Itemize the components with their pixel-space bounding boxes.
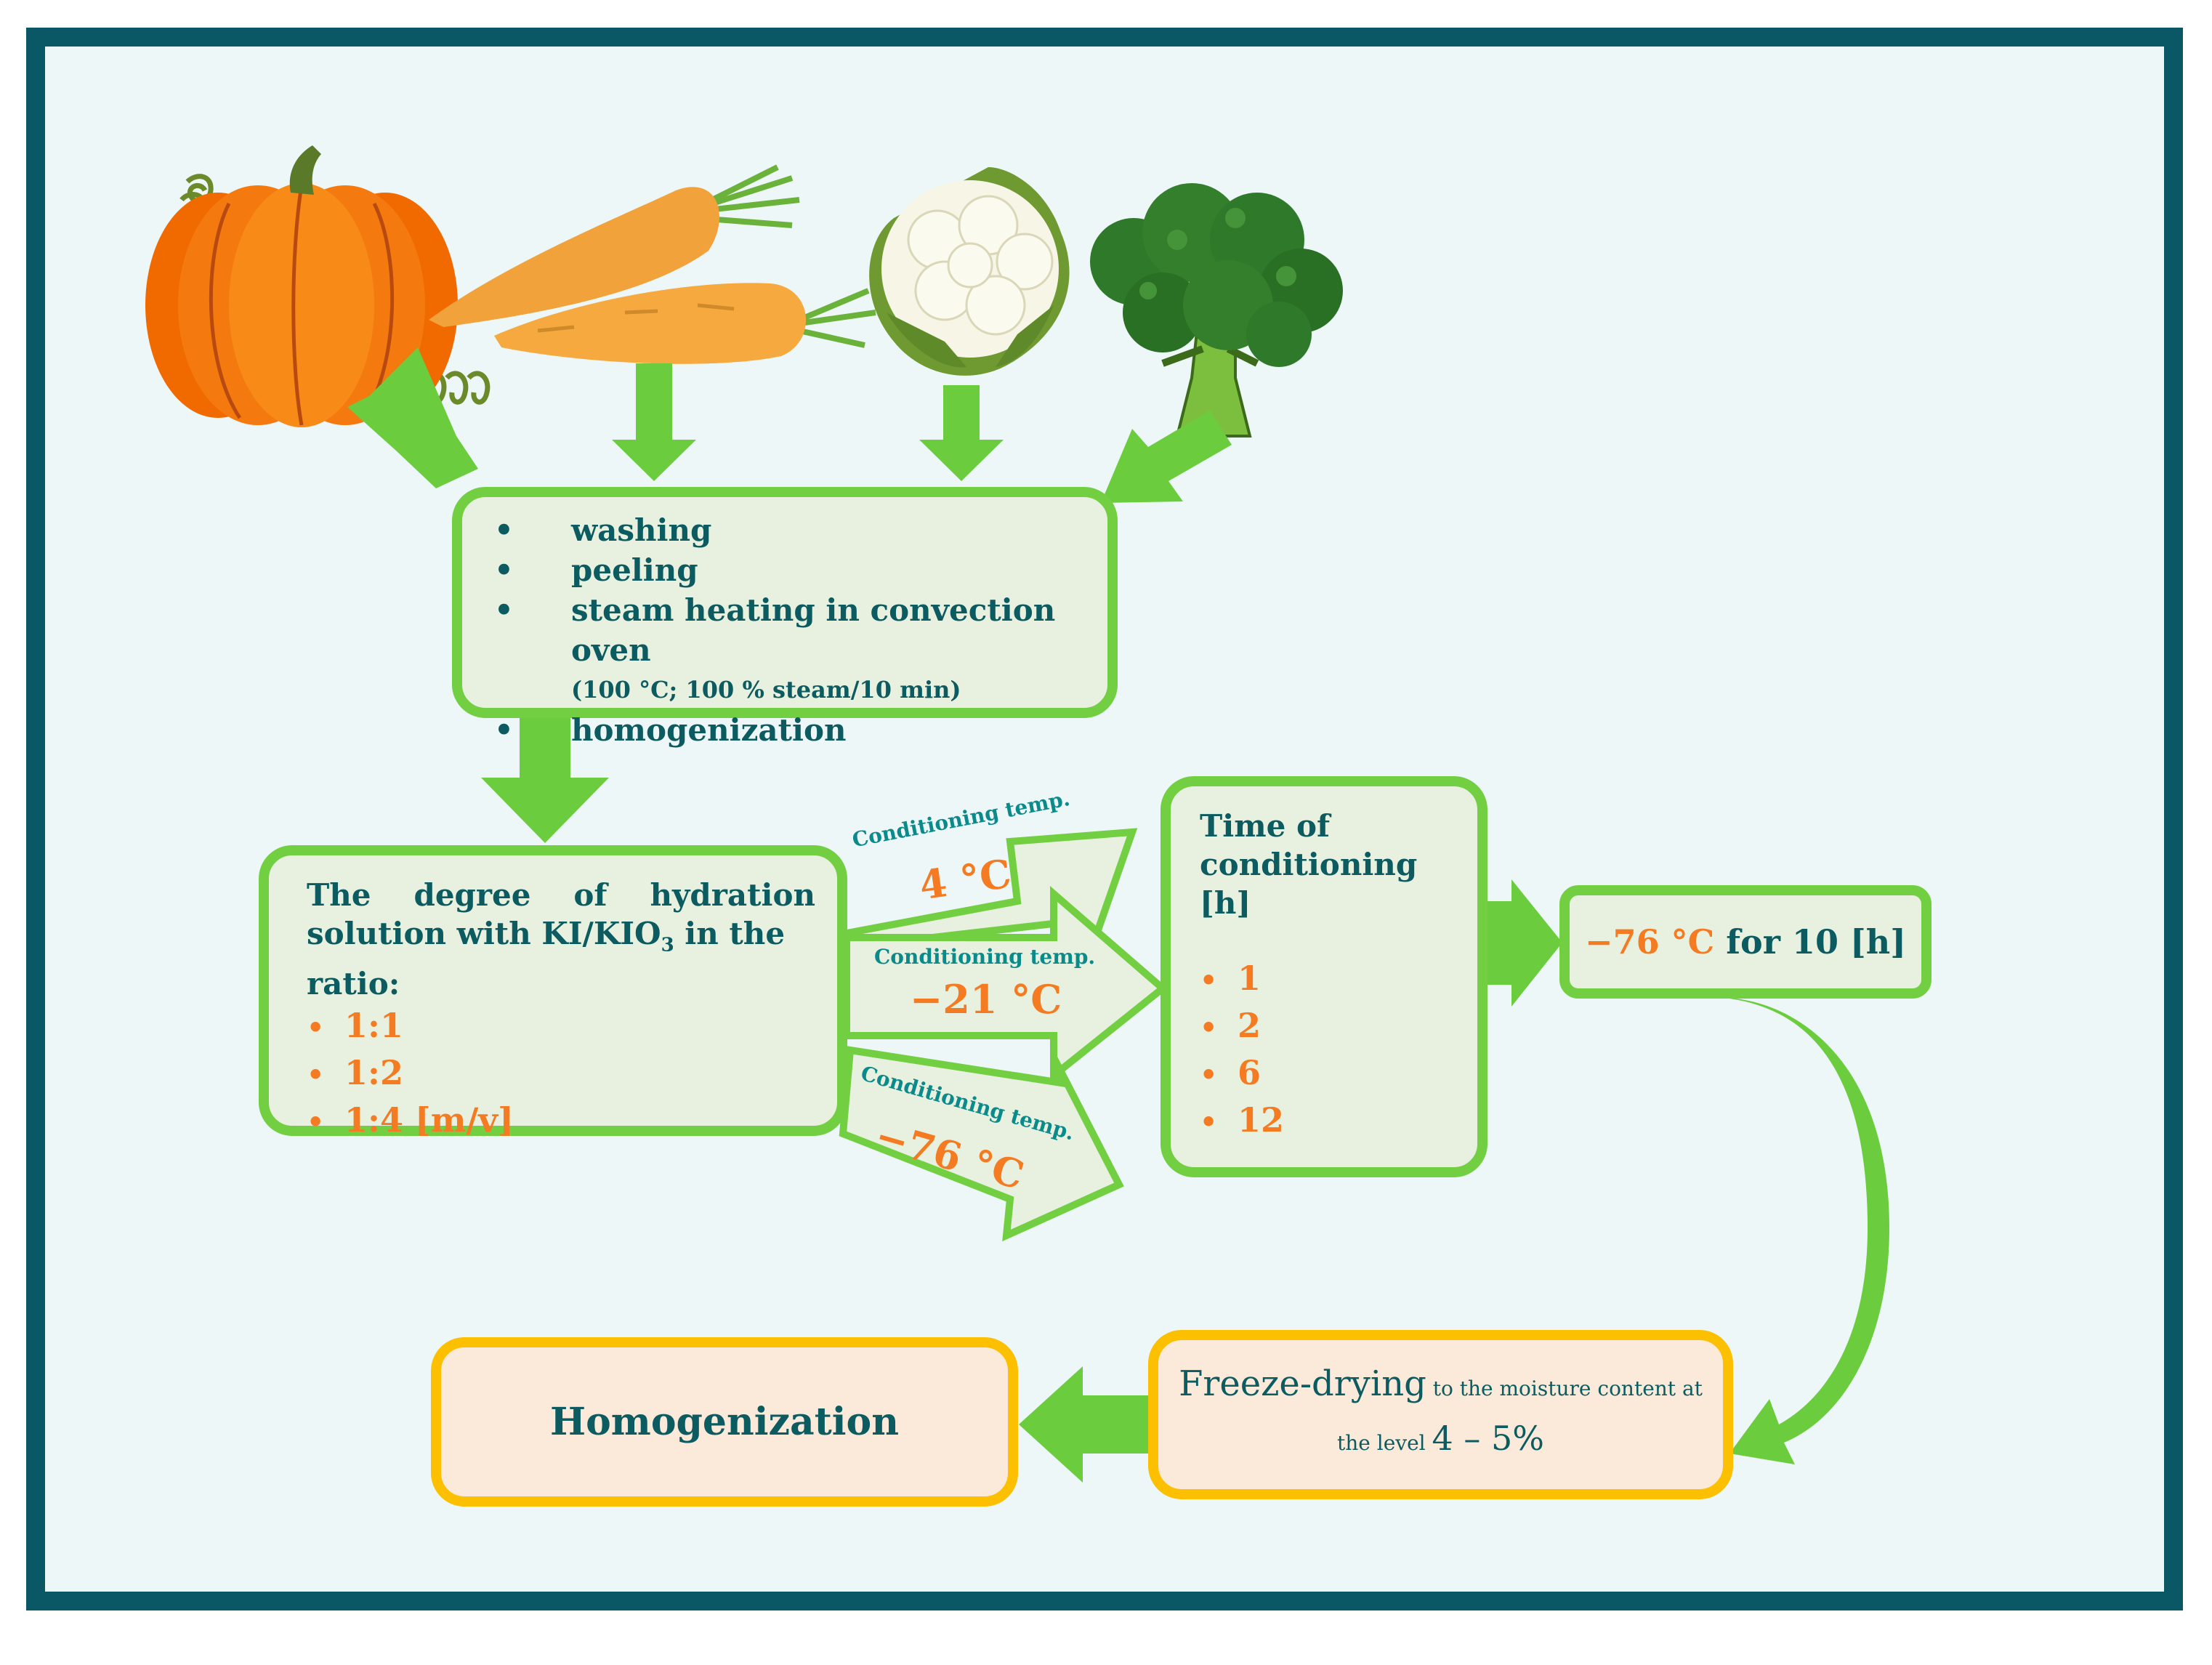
hydration-text: The degree of hydration solution with KI… (307, 876, 818, 1003)
step-homogenization: •homogenization (494, 712, 847, 748)
conditioning-arrow-shapes (837, 828, 1168, 1242)
conditioning-time-box: Time of conditioning [h] •1 •2 •6 •12 (1161, 776, 1488, 1177)
freeze-drying-box: Freeze-drying to the moisture content at… (1148, 1330, 1733, 1499)
conditioning-temp-2: −21 °C (910, 976, 1062, 1023)
arrow-to-homogenization (1019, 1366, 1155, 1483)
arrow-broccoli (1101, 411, 1232, 503)
hydration-line-1: The degree of hydration (307, 877, 815, 913)
input-arrows (347, 347, 1232, 503)
ratio-item: •1:2 (307, 1053, 403, 1093)
arrow-to-freezing (1475, 879, 1562, 1007)
carrot-icon (429, 164, 876, 364)
time-item: •6 (1200, 1053, 1262, 1092)
preparation-box: •washing •peeling •steam heating in conv… (452, 487, 1118, 748)
freezing-box: −76 °C for 10 [h] (1559, 885, 1932, 999)
homogenization-label: Homogenization (549, 1400, 899, 1444)
hydration-line-2: solution with KI/KIO3 in the (307, 916, 786, 956)
time-item: •1 (1200, 959, 1262, 998)
arrow-pumpkin (347, 347, 478, 488)
conditioning-arrow-shape-3 (839, 1046, 1124, 1242)
step-steam-heating: •steam heating in convection oven (494, 592, 1056, 668)
ratio-list: •1:1 •1:2 •1:4 [m/v] (307, 1003, 818, 1145)
curved-arrow-to-drying (1715, 997, 1889, 1464)
time-list: •1 •2 •6 •12 (1200, 956, 1477, 1145)
conditioning-arrow-shape-2 (843, 886, 1168, 1084)
step-washing: •washing (494, 512, 712, 548)
ratio-item: •1:1 (307, 1006, 403, 1046)
freezing-text: −76 °C for 10 [h] (1585, 922, 1906, 961)
cauliflower-icon (869, 167, 1070, 376)
steam-conditions: (100 °C; 100 % steam/10 min) (571, 676, 961, 704)
arrow-carrot (612, 363, 696, 481)
hydration-line-3: ratio: (307, 966, 400, 1002)
preparation-steps: •washing •peeling •steam heating in conv… (462, 510, 1107, 750)
conditioning-time-title: Time of conditioning [h] (1200, 808, 1418, 921)
homogenization-box: Homogenization (431, 1337, 1018, 1507)
broccoli-icon (1090, 183, 1343, 438)
freeze-drying-text: Freeze-drying to the moisture content at… (1179, 1363, 1703, 1458)
conditioning-label-2: Conditioning temp. (874, 945, 1096, 969)
pumpkin-icon (145, 145, 491, 427)
time-item: •2 (1200, 1006, 1262, 1045)
ratio-item: •1:4 [m/v] (307, 1100, 514, 1140)
hydration-box: The degree of hydration solution with KI… (259, 845, 847, 1140)
step-peeling: •peeling (494, 552, 698, 588)
arrow-cauliflower (919, 385, 1004, 481)
arrow-down (481, 716, 609, 843)
time-item: •12 (1200, 1100, 1285, 1140)
